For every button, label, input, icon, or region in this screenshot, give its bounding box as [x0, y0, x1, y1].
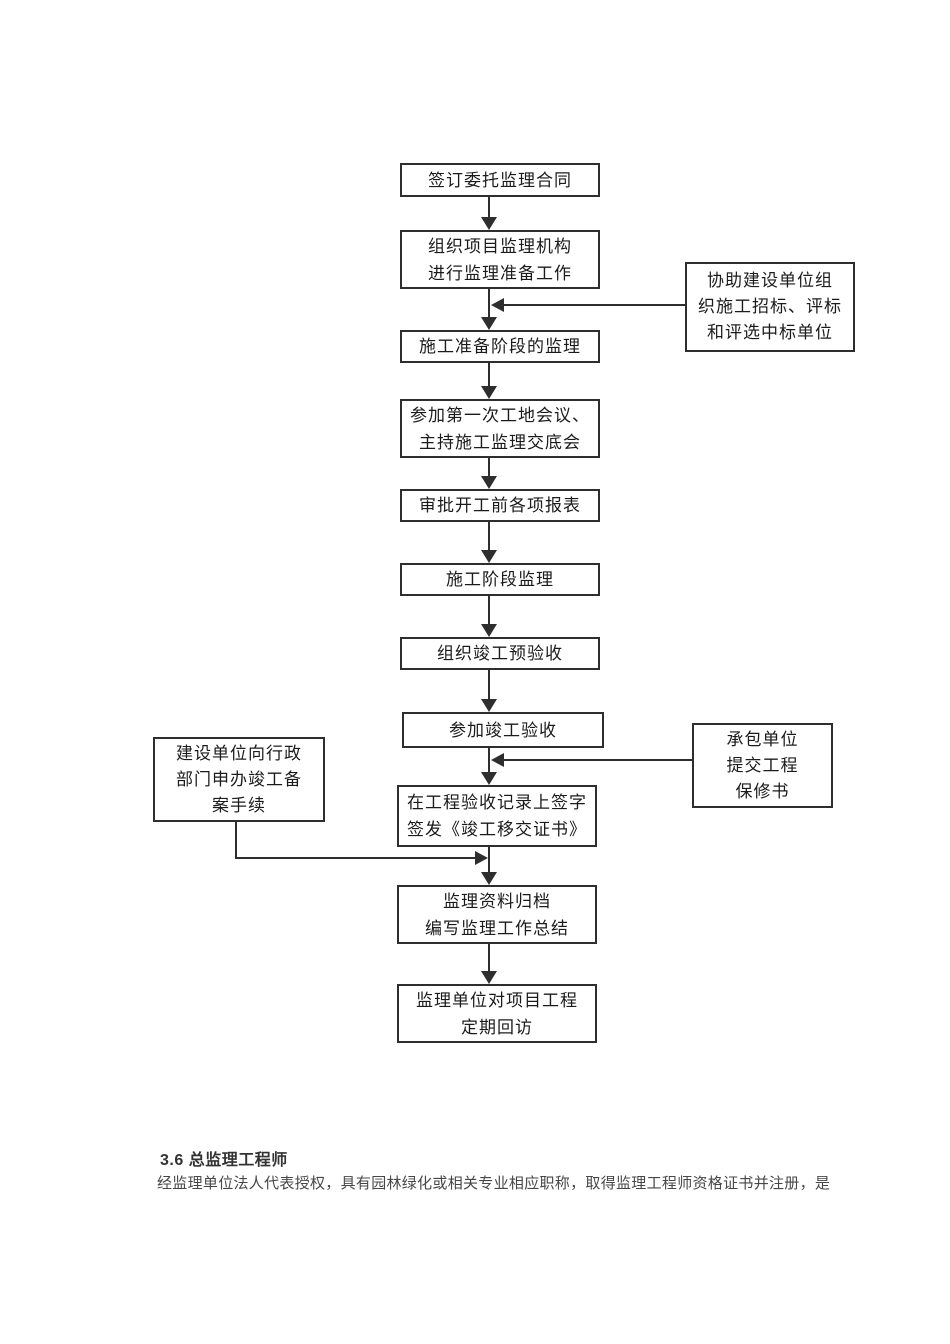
flow-node-label: 织施工招标、评标 [698, 297, 842, 316]
flow-node-label: 审批开工前各项报表 [419, 496, 581, 515]
flow-node-label: 在工程验收记录上签字 [407, 793, 587, 812]
arrow-down-icon [481, 971, 497, 984]
arrow-down-icon [481, 476, 497, 489]
flow-node-label: 监理单位对项目工程 [416, 990, 578, 1010]
flow-node-contractor-warranty: 承包单位 提交工程 保修书 [692, 723, 833, 808]
connector-line [488, 363, 490, 388]
flow-node-label: 参加第一次工地会议、 [410, 405, 590, 425]
section-heading: 3.6 总监理工程师 [160, 1152, 288, 1169]
flow-node-prep-stage-supervision: 施工准备阶段的监理 [400, 330, 600, 363]
flow-node-approve-pre-start-reports: 审批开工前各项报表 [400, 489, 600, 522]
flow-node-attend-completion-acceptance: 参加竣工验收 [402, 712, 604, 748]
arrow-down-icon [481, 699, 497, 712]
flow-node-label: 编写监理工作总结 [425, 918, 569, 938]
connector-line [488, 670, 490, 701]
flow-node-label: 签订委托监理合同 [428, 170, 572, 190]
connector-line [235, 822, 237, 859]
flow-node-label: 承包单位 [726, 729, 799, 749]
arrow-down-icon [481, 550, 497, 563]
flow-node-sign-contract: 签订委托监理合同 [400, 163, 600, 197]
connector-line [488, 458, 490, 478]
body-paragraph: 经监理单位法人代表授权，具有园林绿化或相关专业相应职称，取得监理工程师资格证书并… [157, 1175, 831, 1192]
connector-line [488, 847, 490, 874]
arrow-down-icon [481, 217, 497, 230]
flow-node-archive-and-summary: 监理资料归档 编写监理工作总结 [397, 885, 597, 944]
flow-node-label: 和评选中标单位 [707, 323, 833, 342]
arrow-down-icon [481, 624, 497, 637]
flow-node-label: 定期回访 [461, 1017, 533, 1037]
flow-node-label: 建设单位向行政 [176, 743, 302, 763]
arrow-down-icon [481, 386, 497, 399]
connector-line [488, 522, 490, 552]
connector-line [235, 857, 475, 859]
flow-node-organize-pre-acceptance: 组织竣工预验收 [400, 637, 600, 670]
flow-node-label: 组织项目监理机构 [428, 236, 572, 256]
connector-line [488, 748, 490, 774]
arrow-left-icon [491, 753, 504, 767]
flow-node-label: 组织竣工预验收 [437, 644, 563, 663]
flow-node-label: 部门申办竣工备 [176, 769, 302, 789]
flow-node-label: 保修书 [735, 781, 790, 801]
flow-node-label: 协助建设单位组 [707, 271, 833, 290]
flow-node-first-site-meeting: 参加第一次工地会议、 主持施工监理交底会 [400, 399, 600, 458]
flow-node-construction-stage-supervision: 施工阶段监理 [400, 563, 600, 596]
arrow-left-icon [491, 298, 504, 312]
flow-node-regular-return-visits: 监理单位对项目工程 定期回访 [397, 984, 597, 1043]
flow-node-organize-supervision-org: 组织项目监理机构 进行监理准备工作 [400, 230, 600, 289]
connector-line [488, 596, 490, 626]
flow-node-label: 施工阶段监理 [446, 570, 554, 589]
connector-line [488, 944, 490, 973]
arrow-down-icon [481, 317, 497, 330]
connector-line [488, 289, 490, 319]
flow-node-label: 案手续 [212, 795, 266, 815]
flow-node-completion-filing: 建设单位向行政 部门申办竣工备 案手续 [153, 737, 325, 822]
flow-node-assist-bidding: 协助建设单位组 织施工招标、评标 和评选中标单位 [685, 262, 855, 352]
flow-node-sign-acceptance-records: 在工程验收记录上签字 签发《竣工移交证书》 [397, 785, 597, 847]
connector-line [502, 304, 685, 306]
flow-node-label: 主持施工监理交底会 [419, 432, 581, 452]
arrow-down-icon [481, 872, 497, 885]
flow-node-label: 签发《竣工移交证书》 [407, 820, 587, 839]
flow-node-label: 提交工程 [726, 755, 799, 775]
arrow-down-icon [481, 772, 497, 785]
flow-node-label: 参加竣工验收 [449, 720, 557, 740]
connector-line [502, 759, 692, 761]
flow-node-label: 施工准备阶段的监理 [419, 337, 581, 356]
arrow-right-icon [475, 851, 488, 865]
flow-node-label: 进行监理准备工作 [428, 263, 572, 283]
connector-line [488, 197, 490, 219]
flow-node-label: 监理资料归档 [443, 891, 551, 911]
